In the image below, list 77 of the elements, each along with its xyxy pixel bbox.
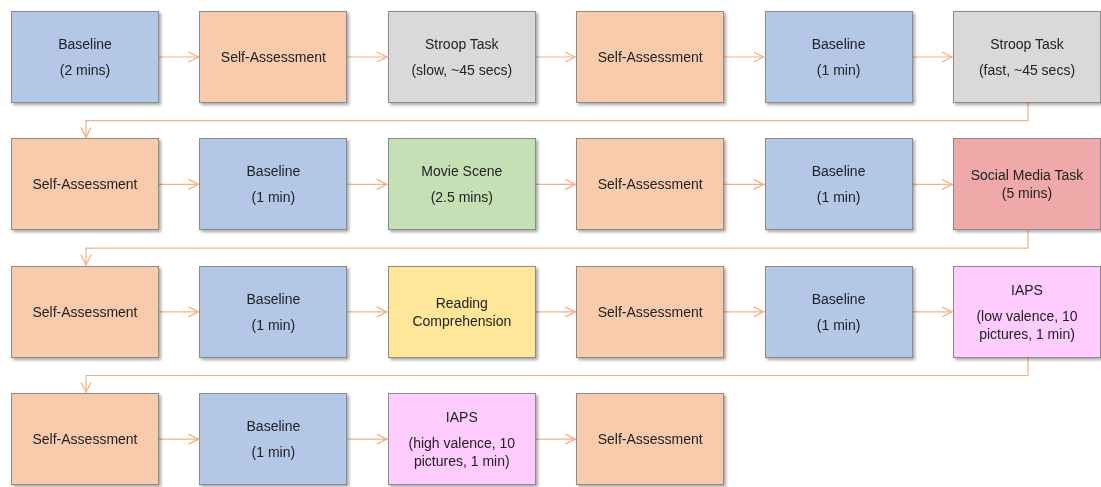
step-box [953,11,1101,103]
step-box [576,265,725,358]
step-label: (1 min) [251,188,296,207]
step-box [576,11,725,103]
arrow [723,51,765,63]
step-label: IAPS [445,407,478,427]
arrow [912,306,953,318]
arrow [80,102,1029,139]
step-box [199,11,348,103]
step-box [199,265,348,358]
step-label: (2 mins) [59,61,111,80]
arrow [535,178,576,191]
step-box [953,265,1101,358]
step-box [387,11,536,103]
step-box [199,393,348,486]
step-label: Stroop Task [990,34,1064,53]
step-label: (1 min) [251,443,296,462]
step-label: Self-Assessment [597,302,703,321]
step-label: Baseline [811,34,866,53]
step-box [199,138,348,231]
step-label: (1 min) [816,188,861,207]
step-label: (high valence, 10 pictures, 1 min) [407,434,517,471]
step-label: (1 min) [251,315,296,334]
step-label: Self-Assessment [32,175,138,194]
step-box [387,138,536,231]
arrow [723,306,765,318]
step-label: Reading Comprehension [411,293,513,330]
step-box [576,393,725,486]
arrow [80,229,1029,266]
step-label: Self-Assessment [32,430,138,449]
arrow [346,433,388,445]
arrow [346,306,388,318]
step-box [764,265,913,358]
arrow [912,178,953,191]
step-label: IAPS [1011,280,1043,299]
step-label: Stroop Task [424,34,499,53]
step-box [764,11,913,103]
arrow [535,433,576,445]
step-label: Baseline [246,162,301,181]
arrow [158,178,200,191]
arrow [723,178,765,191]
arrow [158,51,200,63]
arrow [535,306,576,318]
step-box [11,138,159,231]
step-label: Self-Assessment [597,175,703,194]
step-label: Baseline [246,417,301,436]
step-label: Self-Assessment [597,47,703,67]
step-box [387,265,536,358]
arrow [158,306,200,318]
step-label: Baseline [811,162,866,181]
step-label: Self-Assessment [597,430,703,449]
step-box [764,138,913,231]
step-label: (1 min) [816,315,861,334]
step-box [387,393,536,486]
arrow [535,51,576,63]
step-label: (fast, ~45 secs) [978,61,1076,80]
step-box [11,265,159,358]
step-label: Movie Scene [421,162,503,181]
step-label: Social Media Task (5 mins) [969,166,1085,203]
step-label: (1 min) [816,61,861,80]
step-box [11,393,159,486]
step-box [576,138,725,231]
step-label: Baseline [58,34,112,53]
step-label: Self-Assessment [220,47,326,67]
step-label: (2.5 mins) [430,188,493,207]
step-box [953,138,1101,231]
step-label: (low valence, 10 pictures, 1 min) [975,306,1079,344]
arrow [912,51,953,63]
step-label: Baseline [246,289,301,308]
step-label: Self-Assessment [32,302,138,321]
step-label: (slow, ~45 secs) [411,61,513,80]
arrow [346,178,388,191]
arrow [158,433,200,445]
arrow [80,357,1029,393]
step-label: Baseline [811,289,866,308]
arrow [346,51,388,63]
step-box [11,11,159,103]
